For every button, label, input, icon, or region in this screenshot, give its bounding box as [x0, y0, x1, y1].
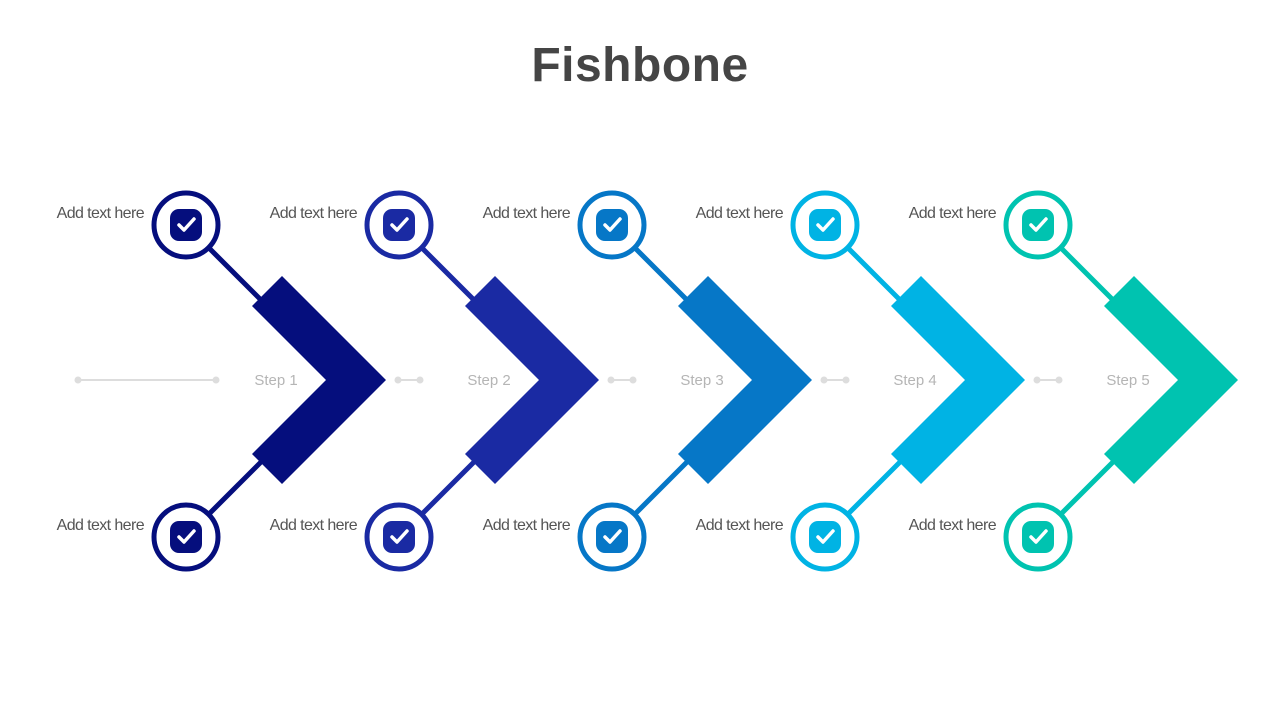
spine-dot — [394, 376, 402, 384]
spine-dot — [74, 376, 82, 384]
step-label: Step 4 — [893, 372, 936, 389]
bottom-node — [577, 502, 647, 572]
chevron-arrow — [891, 276, 1025, 484]
checkbox-check-icon — [809, 521, 841, 553]
chevron-arrow — [678, 276, 812, 484]
bottom-node — [151, 502, 221, 572]
spine-dot — [629, 376, 637, 384]
bottom-node — [364, 502, 434, 572]
checkbox-check-icon — [1022, 209, 1054, 241]
checkbox-check-icon — [383, 209, 415, 241]
spine-dot — [842, 376, 850, 384]
chevron-arrow — [1104, 276, 1238, 484]
spine-dot — [1033, 376, 1041, 384]
step-label: Step 1 — [254, 372, 297, 389]
checkbox-check-icon — [596, 521, 628, 553]
top-node — [1003, 190, 1073, 260]
step-label: Step 2 — [467, 372, 510, 389]
step-label: Step 3 — [680, 372, 723, 389]
top-item-text: Add text here — [908, 205, 997, 222]
checkbox-check-icon — [170, 209, 202, 241]
top-node — [577, 190, 647, 260]
chevron-arrow — [252, 276, 386, 484]
spine-dot — [416, 376, 424, 384]
bottom-node — [790, 502, 860, 572]
spine-dot — [1055, 376, 1063, 384]
top-item-text: Add text here — [269, 205, 358, 222]
step-3: Step 3 — [577, 190, 812, 572]
checkbox-check-icon — [383, 521, 415, 553]
checkbox-check-icon — [596, 209, 628, 241]
spine-dot — [212, 376, 220, 384]
top-item-text: Add text here — [56, 205, 145, 222]
bottom-item-text: Add text here — [908, 517, 997, 534]
top-node — [790, 190, 860, 260]
steps: Step 1 Step 2 Step 3 Step 4 Step 5 — [151, 190, 1238, 572]
spine-dot — [607, 376, 615, 384]
step-1: Step 1 — [151, 190, 386, 572]
bottom-item-text: Add text here — [269, 517, 358, 534]
checkbox-check-icon — [170, 521, 202, 553]
spine — [74, 376, 1063, 384]
checkbox-check-icon — [1022, 521, 1054, 553]
step-label: Step 5 — [1106, 372, 1149, 389]
bottom-node — [1003, 502, 1073, 572]
chevron-arrow — [465, 276, 599, 484]
step-2: Step 2 — [364, 190, 599, 572]
bottom-item-text: Add text here — [56, 517, 145, 534]
step-4: Step 4 — [790, 190, 1025, 572]
bottom-item-text: Add text here — [695, 517, 784, 534]
page-title: Fishbone — [531, 39, 749, 92]
step-5: Step 5 — [1003, 190, 1238, 572]
top-item-text: Add text here — [482, 205, 571, 222]
spine-dot — [820, 376, 828, 384]
top-item-text: Add text here — [695, 205, 784, 222]
bottom-item-text: Add text here — [482, 517, 571, 534]
top-node — [151, 190, 221, 260]
checkbox-check-icon — [809, 209, 841, 241]
top-node — [364, 190, 434, 260]
